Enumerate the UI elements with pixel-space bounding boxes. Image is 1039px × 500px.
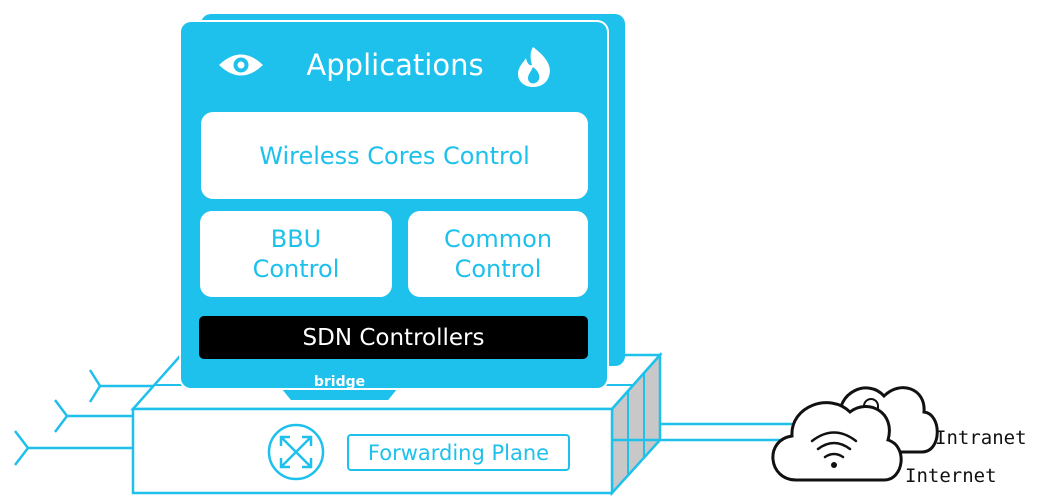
common-control-block: Common Control <box>408 211 588 297</box>
forwarding-plane-label: Forwarding Plane <box>347 434 570 471</box>
common-control-label-line2: Control <box>454 255 542 283</box>
internet-cloud <box>771 401 903 482</box>
sdn-controllers-bar: SDN Controllers <box>199 316 588 359</box>
intranet-label: Intranet <box>935 427 1027 449</box>
ingress-links <box>14 369 178 466</box>
wifi-dot <box>831 462 837 468</box>
wireless-cores-control-block: Wireless Cores Control <box>201 112 588 199</box>
sdn-controllers-label: SDN Controllers <box>302 324 485 351</box>
crossed-arrows-router-icon <box>267 423 325 481</box>
wireless-cores-control-label: Wireless Cores Control <box>259 141 530 170</box>
common-control-label-line1: Common <box>443 225 553 253</box>
bbu-control-block: BBU Control <box>200 211 392 297</box>
applications-title: Applications <box>306 48 484 82</box>
wifi-icon <box>810 431 858 459</box>
internet-label: Internet <box>905 465 997 487</box>
bridge-label: bridge <box>313 374 366 390</box>
bbu-control-label-line2: Control <box>252 255 340 283</box>
bbu-control-label-line1: BBU <box>270 225 322 253</box>
